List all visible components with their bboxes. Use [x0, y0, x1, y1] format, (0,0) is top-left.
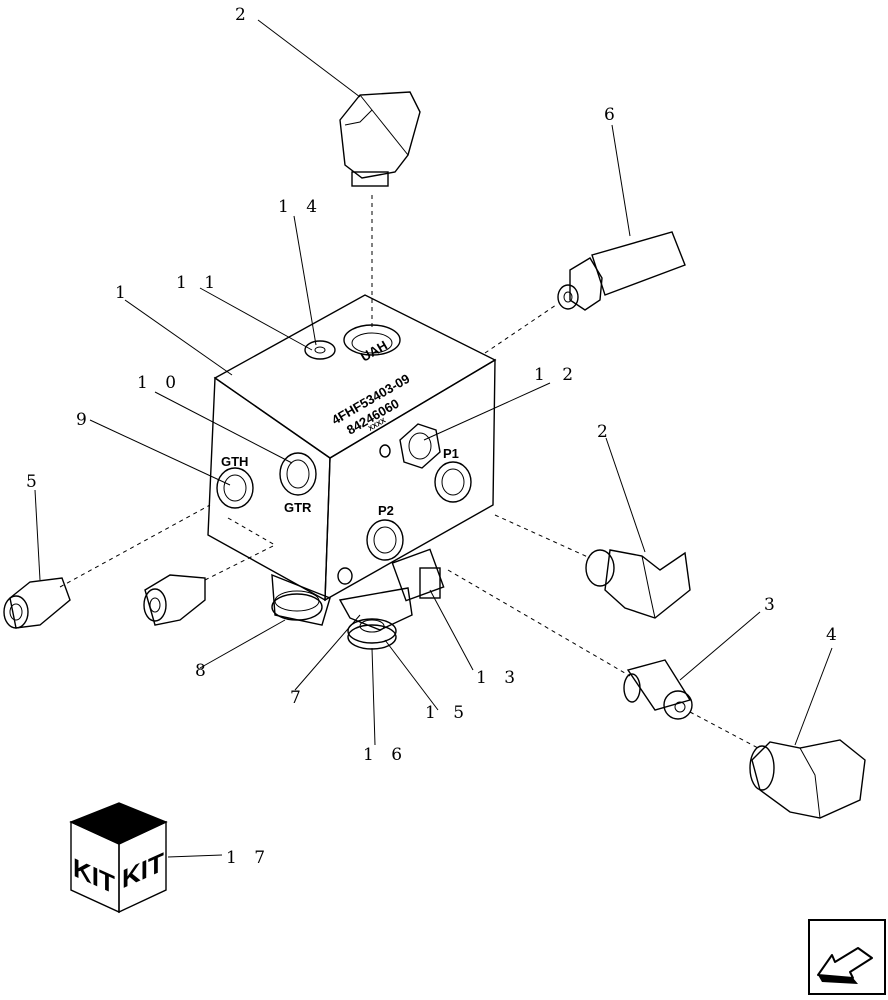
- label-p2: P2: [378, 503, 394, 518]
- kit-box: KIT KIT: [69, 802, 168, 914]
- callout-12: 1 2: [534, 365, 579, 385]
- callout-8: 8: [195, 661, 212, 681]
- label-gtr: GTR: [284, 500, 312, 515]
- callout-1: 1: [115, 283, 132, 303]
- pressure-switch: [271, 573, 331, 626]
- back-nav-button[interactable]: [808, 919, 886, 995]
- port-p1: [434, 461, 472, 503]
- connector: [391, 548, 445, 602]
- callout-14: 1 4: [278, 197, 323, 217]
- callout-15: 1 5: [425, 703, 470, 723]
- elbow-fitting-right: [585, 549, 691, 619]
- callout-2-top: 2: [235, 5, 252, 25]
- arrow-back-icon: [817, 947, 873, 979]
- callout-13: 1 3: [476, 668, 521, 688]
- callout-4: 4: [826, 625, 843, 645]
- port-uah: [343, 324, 401, 356]
- callout-3: 3: [764, 595, 781, 615]
- callout-5: 5: [26, 472, 43, 492]
- callout-10: 1 0: [137, 373, 182, 393]
- callout-11: 1 1: [176, 273, 221, 293]
- assembly-axes: [59, 195, 759, 749]
- port-gth: [216, 467, 254, 509]
- callout-17: 1 7: [226, 848, 271, 868]
- port-p2: [366, 519, 404, 561]
- callout-16: 1 6: [363, 745, 408, 765]
- callout-7: 7: [290, 688, 307, 708]
- port-hex-plug: [399, 423, 441, 469]
- adapter-fitting-left: [3, 577, 71, 629]
- label-uah: UAH: [358, 338, 390, 365]
- callout-9: 9: [76, 410, 93, 430]
- cartridge-body: [338, 587, 413, 631]
- kit-label-right: KIT: [122, 846, 164, 894]
- label-gth: GTH: [221, 454, 248, 469]
- nipple-fitting: [557, 231, 686, 311]
- leader-lines: [34, 19, 833, 858]
- label-p1: P1: [443, 446, 459, 461]
- elbow-fitting-bottom: [749, 739, 866, 819]
- kit-label-left: KIT: [73, 852, 115, 900]
- elbow-fitting-top: [339, 91, 421, 187]
- adapter-fitting-center: [143, 574, 206, 626]
- valve-block: UAH 4FHF53403-09 84246060 XXXX GTH GTR P…: [207, 294, 497, 602]
- screw-hole: [337, 567, 353, 585]
- arrow-shadow: [818, 975, 858, 984]
- callout-2-right: 2: [597, 422, 614, 442]
- straight-adapter: [623, 659, 693, 720]
- callout-6: 6: [604, 105, 621, 125]
- callout-numbers: 2 6 1 4 1 1 1 1 0 1 2 9 2 5 3 4 8 1 3 7 …: [26, 5, 843, 868]
- screw-hole: [379, 444, 391, 458]
- port-gtr: [279, 452, 317, 496]
- port-small-top: [304, 340, 336, 360]
